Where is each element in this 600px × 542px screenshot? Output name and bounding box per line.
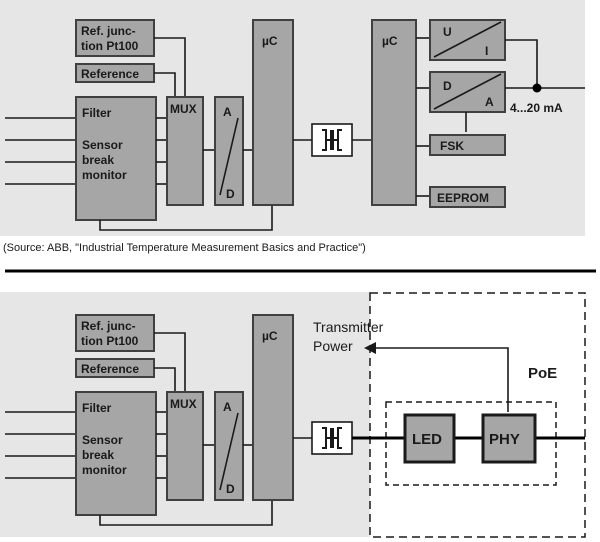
phy-block bbox=[481, 413, 537, 464]
top-adc-d: D bbox=[226, 187, 235, 201]
top-ui-output-wire bbox=[505, 39, 538, 88]
bottom-filter-mux-lines bbox=[156, 411, 167, 479]
top-filter-block bbox=[75, 96, 157, 221]
bottom-adc-block bbox=[214, 391, 244, 501]
top-ui-i: I bbox=[485, 44, 488, 58]
poe-label: PoE bbox=[528, 365, 557, 382]
bottom-adc-diagonal bbox=[219, 412, 239, 491]
poe-area bbox=[370, 292, 585, 537]
top-reference-label: Reference bbox=[81, 67, 139, 81]
top-sensor-line1: Sensor bbox=[82, 138, 123, 152]
poe-outer-dashed-border bbox=[369, 292, 586, 538]
top-current-range: 4...20 mA bbox=[510, 101, 563, 115]
top-da-d: D bbox=[443, 79, 452, 93]
bottom-ref-junction-line1: Ref. junc- bbox=[81, 319, 136, 333]
bottom-isolator bbox=[311, 421, 353, 455]
transmitter-power-line2: Power bbox=[313, 338, 353, 354]
top-input-lines bbox=[5, 117, 76, 185]
top-ref-junction-line2: tion Pt100 bbox=[81, 39, 139, 53]
top-sensor-line3: monitor bbox=[82, 168, 127, 182]
transmitter-power-line1: Transmitter bbox=[313, 319, 384, 335]
bottom-sensor-line1: Sensor bbox=[82, 433, 123, 447]
top-uc-right-outputs bbox=[416, 37, 430, 197]
top-isolator bbox=[311, 123, 353, 157]
bottom-input-lines bbox=[5, 411, 76, 479]
top-junction-dot bbox=[532, 83, 542, 93]
top-mux-label: MUX bbox=[170, 102, 197, 116]
bottom-ref-junction-line2: tion Pt100 bbox=[81, 334, 139, 348]
top-uc-right-block bbox=[371, 19, 417, 206]
bottom-filter-label: Filter bbox=[82, 401, 112, 415]
led-block bbox=[403, 413, 456, 464]
top-adc-block bbox=[214, 96, 244, 206]
phy-label: PHY bbox=[489, 431, 520, 448]
bottom-feedback-wire bbox=[99, 500, 273, 526]
power-arrow-line bbox=[372, 347, 509, 412]
top-uc-right-label: µC bbox=[382, 34, 398, 48]
top-ref-junction-wire bbox=[154, 37, 186, 97]
top-da-a: A bbox=[485, 95, 494, 109]
source-caption: (Source: ABB, "Industrial Temperature Me… bbox=[3, 242, 366, 254]
bottom-adc-d: D bbox=[226, 482, 235, 496]
top-da-diagonal bbox=[433, 73, 502, 110]
bottom-mux-label: MUX bbox=[170, 397, 197, 411]
bottom-adc-a: A bbox=[223, 400, 232, 414]
led-label: LED bbox=[412, 431, 442, 448]
top-filter-label: Filter bbox=[82, 106, 112, 120]
top-adc-a: A bbox=[223, 105, 232, 119]
top-mux-block bbox=[166, 96, 204, 206]
bottom-ref-junction-wire bbox=[154, 332, 186, 392]
top-ui-u: U bbox=[443, 25, 452, 39]
top-feedback-wire bbox=[99, 205, 273, 231]
top-ref-junction-line1: Ref. junc- bbox=[81, 24, 136, 38]
top-reference-wire bbox=[154, 72, 176, 97]
bottom-mux-block bbox=[166, 391, 204, 501]
bottom-sensor-line2: break bbox=[82, 448, 114, 462]
bottom-sensor-line3: monitor bbox=[82, 463, 127, 477]
top-ui-diagonal bbox=[433, 21, 502, 58]
top-eeprom-label: EEPROM bbox=[437, 191, 489, 205]
top-filter-mux-lines bbox=[156, 117, 167, 185]
bottom-uc-label: µC bbox=[262, 329, 278, 343]
bottom-filter-block bbox=[75, 391, 157, 516]
top-uc-left-block bbox=[252, 19, 294, 206]
top-ref-junction-block bbox=[75, 19, 155, 57]
top-adc-diagonal bbox=[219, 117, 239, 196]
top-uc-left-label: µC bbox=[262, 34, 278, 48]
power-arrow-head bbox=[364, 342, 376, 354]
poe-inner-dashed-box bbox=[385, 401, 557, 486]
bottom-reference-wire bbox=[154, 367, 176, 392]
bottom-reference-label: Reference bbox=[81, 362, 139, 376]
top-eeprom-block bbox=[429, 186, 506, 208]
top-sensor-line2: break bbox=[82, 153, 114, 167]
top-fsk-block bbox=[429, 134, 506, 156]
bottom-uc-block bbox=[252, 314, 294, 501]
top-fsk-label: FSK bbox=[440, 139, 464, 153]
